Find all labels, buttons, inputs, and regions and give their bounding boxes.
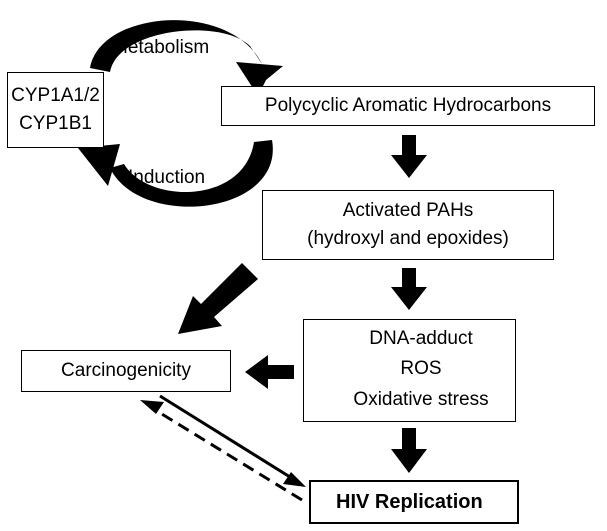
- induction-label: Induction: [128, 167, 206, 188]
- induction-arrow: [78, 140, 273, 207]
- effects-line2: ROS: [400, 358, 442, 379]
- cyp-line2: CYP1B1: [19, 113, 92, 134]
- metabolism-arrow: [90, 20, 283, 96]
- pah-label: Polycyclic Aromatic Hydrocarbons: [264, 95, 552, 116]
- arrow-pah-to-activated: [391, 135, 427, 178]
- arrow-hiv-to-carcinogenicity-dashed: [140, 400, 303, 502]
- hiv-replication-label: HIV Replication: [336, 491, 483, 513]
- effects-line3: Oxidative stress: [353, 389, 489, 410]
- arrow-carcinogenicity-to-hiv: [159, 394, 306, 487]
- arrow-activated-to-carcinogenicity: [178, 263, 258, 334]
- carcinogenicity-label: Carcinogenicity: [61, 360, 191, 381]
- hiv-replication-node: [309, 480, 519, 524]
- arrow-effects-to-hiv: [391, 428, 427, 473]
- arrow-activated-to-effects: [391, 268, 427, 310]
- metabolism-label: Metabolism: [112, 37, 210, 58]
- pah-node: [221, 86, 595, 126]
- carcinogenicity-node: [21, 350, 231, 392]
- activated-line1: Activated PAHs: [342, 200, 474, 221]
- cyp-node: [7, 72, 104, 148]
- effects-line1: DNA-adduct: [369, 328, 473, 349]
- activated-pahs-node: [262, 190, 554, 260]
- effects-node: [303, 319, 516, 422]
- cyp-line1: CYP1A1/2: [11, 85, 100, 106]
- activated-line2: (hydroxyl and epoxides): [307, 228, 509, 249]
- arrow-effects-to-carcinogenicity: [245, 355, 294, 389]
